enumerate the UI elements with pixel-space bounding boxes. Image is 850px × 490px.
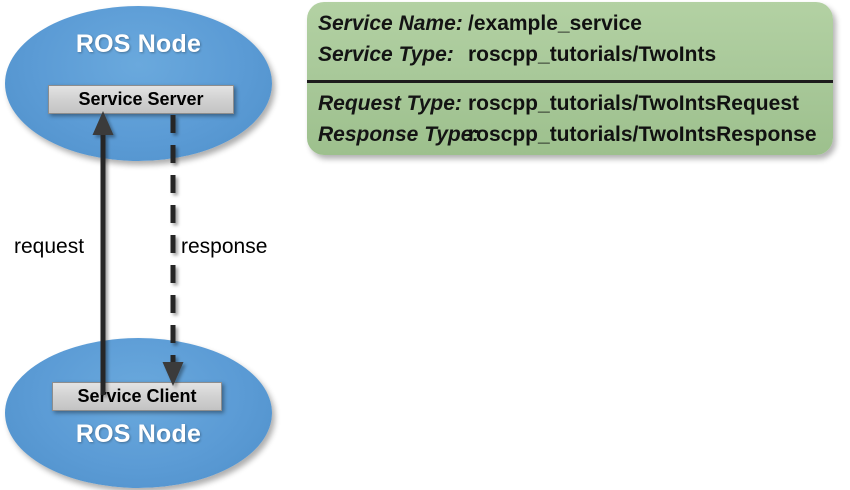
response-type-value: roscpp_tutorials/TwoIntsResponse xyxy=(468,123,817,146)
ros-node-client-shape xyxy=(5,338,272,488)
ros-node-server-title: ROS Node xyxy=(75,30,202,58)
service-name-value: /example_service xyxy=(468,12,642,35)
service-client-box: Service Client xyxy=(52,382,222,411)
ros-node-server-shape xyxy=(5,6,272,161)
request-type-label: Request Type: xyxy=(318,92,462,115)
ros-node-client-title: ROS Node xyxy=(75,420,202,448)
service-identity-section: Service Name: /example_service Service T… xyxy=(307,8,833,80)
service-type-value: roscpp_tutorials/TwoInts xyxy=(468,43,717,66)
response-type-label: Response Type: xyxy=(318,123,480,146)
service-name-label: Service Name: xyxy=(318,12,463,35)
service-type-label: Service Type: xyxy=(318,43,454,66)
info-row-service-type: Service Type: roscpp_tutorials/TwoInts xyxy=(307,39,833,70)
info-panel-divider xyxy=(307,80,833,83)
service-message-types-section: Request Type: roscpp_tutorials/TwoIntsRe… xyxy=(307,88,833,155)
response-label: response xyxy=(181,235,268,258)
info-row-response-type: Response Type: roscpp_tutorials/TwoIntsR… xyxy=(307,119,833,150)
service-info-panel: Service Name: /example_service Service T… xyxy=(307,2,833,155)
request-label: request xyxy=(14,235,85,258)
service-server-box: Service Server xyxy=(48,85,234,114)
request-type-value: roscpp_tutorials/TwoIntsRequest xyxy=(468,92,799,115)
info-row-request-type: Request Type: roscpp_tutorials/TwoIntsRe… xyxy=(307,88,833,119)
info-row-service-name: Service Name: /example_service xyxy=(307,8,833,39)
